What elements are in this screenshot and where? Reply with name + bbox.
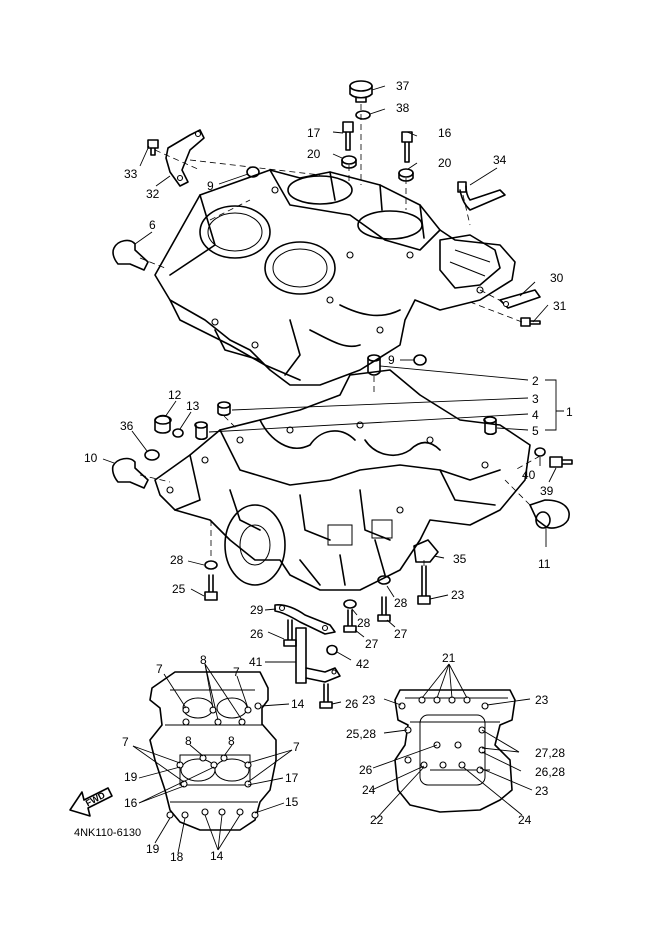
callout-8: 8 [200,653,207,667]
callout-10: 10 [84,451,98,465]
callout-7d: 7 [293,740,300,754]
callout-17b: 17 [285,771,299,785]
callout-26: 26 [250,627,264,641]
callout-38: 38 [396,101,410,115]
callout-14b: 14 [210,849,224,863]
callout-33: 33 [124,167,138,181]
callout-20b: 20 [438,156,452,170]
callout-24b: 24 [518,813,532,827]
callout-1: 1 [566,405,573,419]
callout-42: 42 [356,657,370,671]
callout-4: 4 [532,408,539,422]
callout-41: 41 [249,655,263,669]
callout-27: 27 [394,627,408,641]
callout-23c: 23 [535,693,549,707]
callout-25: 25 [172,582,186,596]
callout-40: 40 [522,468,536,482]
callout-19: 19 [124,770,138,784]
callout-24: 24 [362,783,376,797]
callout-18: 18 [170,850,184,864]
callout-30: 30 [550,271,564,285]
callout-3: 3 [532,392,539,406]
callout-34: 34 [493,153,507,167]
callout-8c: 8 [228,734,235,748]
callout-12: 12 [168,388,182,402]
callout-26c: 26 [359,763,373,777]
callout-9b: 9 [388,353,395,367]
fwd-label: FWD [84,790,107,809]
callout-23: 23 [451,588,465,602]
callout-14: 14 [291,697,305,711]
callout-28b: 28 [394,596,408,610]
forward-arrow: FWD [69,787,113,817]
callout-22: 22 [370,813,384,827]
callout-7b: 7 [233,665,240,679]
callout-31: 31 [553,299,567,313]
callout-20: 20 [307,147,321,161]
callout-28c: 28 [357,616,371,630]
callout-2: 2 [532,374,539,388]
callout-17: 17 [307,126,321,140]
callout-5: 5 [532,424,539,438]
callout-26-28: 26,28 [535,765,565,779]
callout-16: 16 [438,126,452,140]
alignment-lines [139,104,541,566]
callout-27-28: 27,28 [535,746,565,760]
callout-27b: 27 [365,637,379,651]
callout-21: 21 [442,651,456,665]
small-parts [111,80,573,709]
bolt-holes-right [398,696,489,774]
callout-8b: 8 [185,734,192,748]
callout-26b: 26 [345,697,359,711]
bolt-holes-left [166,702,262,819]
callout-35: 35 [453,552,467,566]
lower-crankcase [154,369,531,591]
callout-28: 28 [170,553,184,567]
callout-39: 39 [540,484,554,498]
callout-6: 6 [149,218,156,232]
callout-36: 36 [120,419,134,433]
bolt-layout-right [394,689,516,813]
callout-7: 7 [156,662,163,676]
callout-7c: 7 [122,735,129,749]
callout-32: 32 [146,187,160,201]
bolt-layout-left [149,671,277,831]
callout-15: 15 [285,795,299,809]
callout-29: 29 [250,603,264,617]
callout-23b: 23 [362,693,376,707]
callout-37: 37 [396,79,410,93]
callout-labels: 37 38 17 16 20 20 33 32 9 34 6 30 31 9 2… [74,79,573,864]
leader-lines [102,85,564,854]
callout-13: 13 [186,399,200,413]
reference-code: 4NK110-6130 [74,827,141,839]
callout-9: 9 [207,179,214,193]
callout-11: 11 [538,557,551,571]
callout-23d: 23 [535,784,549,798]
callout-19b: 19 [146,842,160,856]
callout-25-28: 25,28 [346,727,376,741]
callout-16b: 16 [124,796,138,810]
upper-crankcase [154,169,516,386]
